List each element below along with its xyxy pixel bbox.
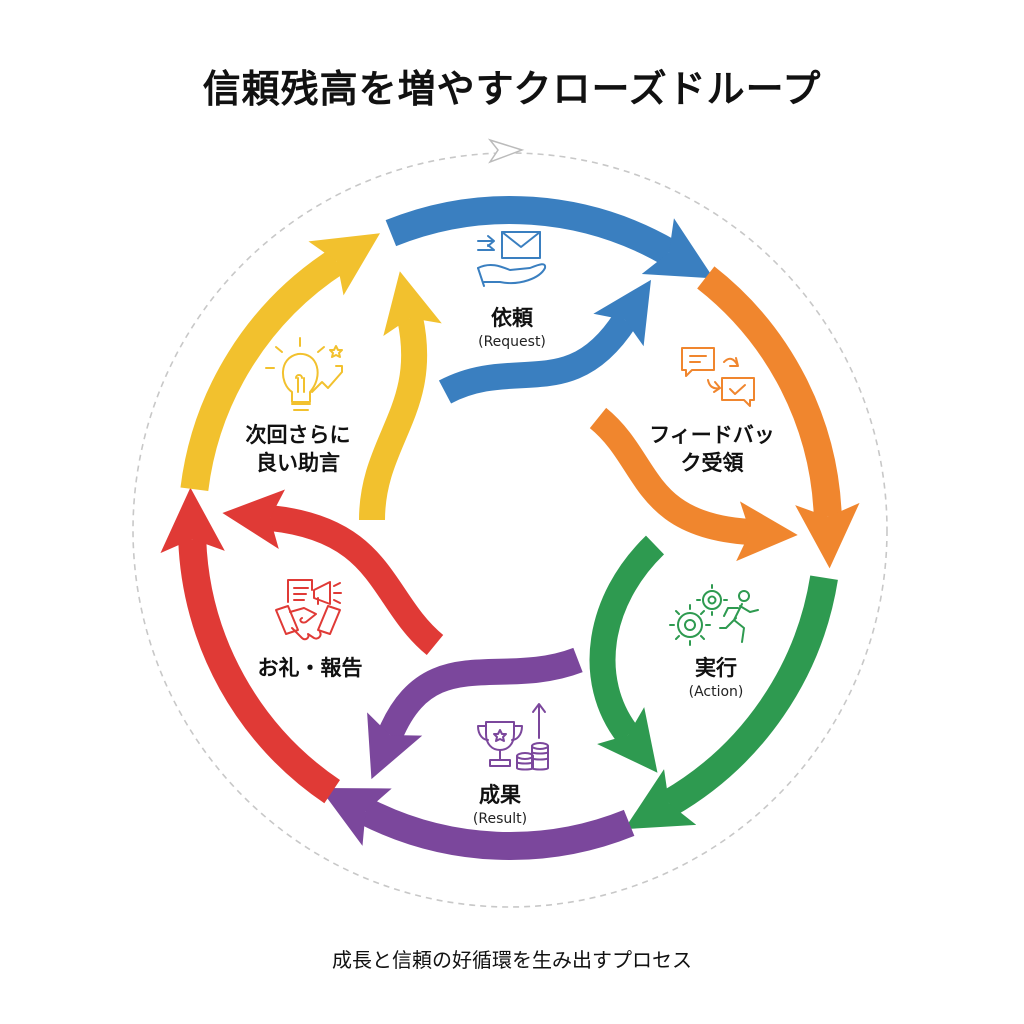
gears-runner-icon bbox=[669, 584, 759, 646]
hand-envelope-icon bbox=[477, 231, 547, 287]
step-action-label: 実行 (Action) bbox=[689, 654, 744, 702]
step-thanks-label: お礼・報告 bbox=[258, 654, 363, 682]
step-result-label: 成果 (Result) bbox=[473, 781, 527, 829]
lightbulb-growth-icon bbox=[265, 337, 343, 411]
inner-arrow-ring bbox=[222, 271, 798, 780]
inner-arrow-blue bbox=[438, 279, 652, 404]
loop-direction-arrowhead bbox=[487, 138, 525, 164]
step-action-subtitle: (Action) bbox=[688, 684, 744, 700]
inner-arrow-orange bbox=[589, 407, 798, 562]
outer-arrow-green bbox=[624, 575, 838, 830]
trophy-coins-icon bbox=[477, 703, 549, 771]
step-thanks-title: お礼・報告 bbox=[257, 656, 363, 680]
inner-arrow-yellow bbox=[359, 271, 442, 521]
outer-arrow-purple bbox=[319, 787, 635, 860]
step-request-subtitle: (Request) bbox=[478, 334, 546, 350]
diagram-subtitle: 成長と信頼の好循環を生み出すプロセス bbox=[332, 948, 692, 972]
step-action-title: 実行 bbox=[695, 656, 737, 680]
step-feedback-title-line1: フィードバッ bbox=[649, 423, 775, 447]
step-advice-label: 次回さらに 良い助言 bbox=[246, 421, 351, 477]
step-advice-title-line2: 良い助言 bbox=[256, 451, 340, 475]
handshake-megaphone-icon bbox=[275, 579, 342, 641]
step-result-subtitle: (Result) bbox=[472, 811, 528, 827]
outer-arrow-red bbox=[160, 487, 341, 804]
step-request-title: 依頼 bbox=[490, 306, 533, 330]
inner-arrow-red bbox=[222, 489, 444, 656]
outer-arrow-yellow bbox=[180, 233, 381, 492]
inner-arrow-purple bbox=[367, 647, 583, 780]
chat-exchange-icon bbox=[681, 347, 755, 407]
step-result-title: 成果 bbox=[479, 783, 521, 807]
step-feedback-title-line2: ク受領 bbox=[680, 451, 744, 475]
step-request-label: 依頼 (Request) bbox=[478, 304, 546, 352]
outer-arrow-orange bbox=[697, 266, 860, 569]
outer-arrow-ring bbox=[160, 196, 860, 860]
inner-arrow-green bbox=[589, 535, 665, 773]
step-advice-title-line1: 次回さらに bbox=[245, 423, 351, 447]
step-feedback-label: フィードバッ ク受領 bbox=[649, 421, 775, 477]
diagram-title: 信頼残高を増やすクローズドループ bbox=[202, 67, 822, 111]
outer-arrow-blue bbox=[385, 196, 714, 279]
